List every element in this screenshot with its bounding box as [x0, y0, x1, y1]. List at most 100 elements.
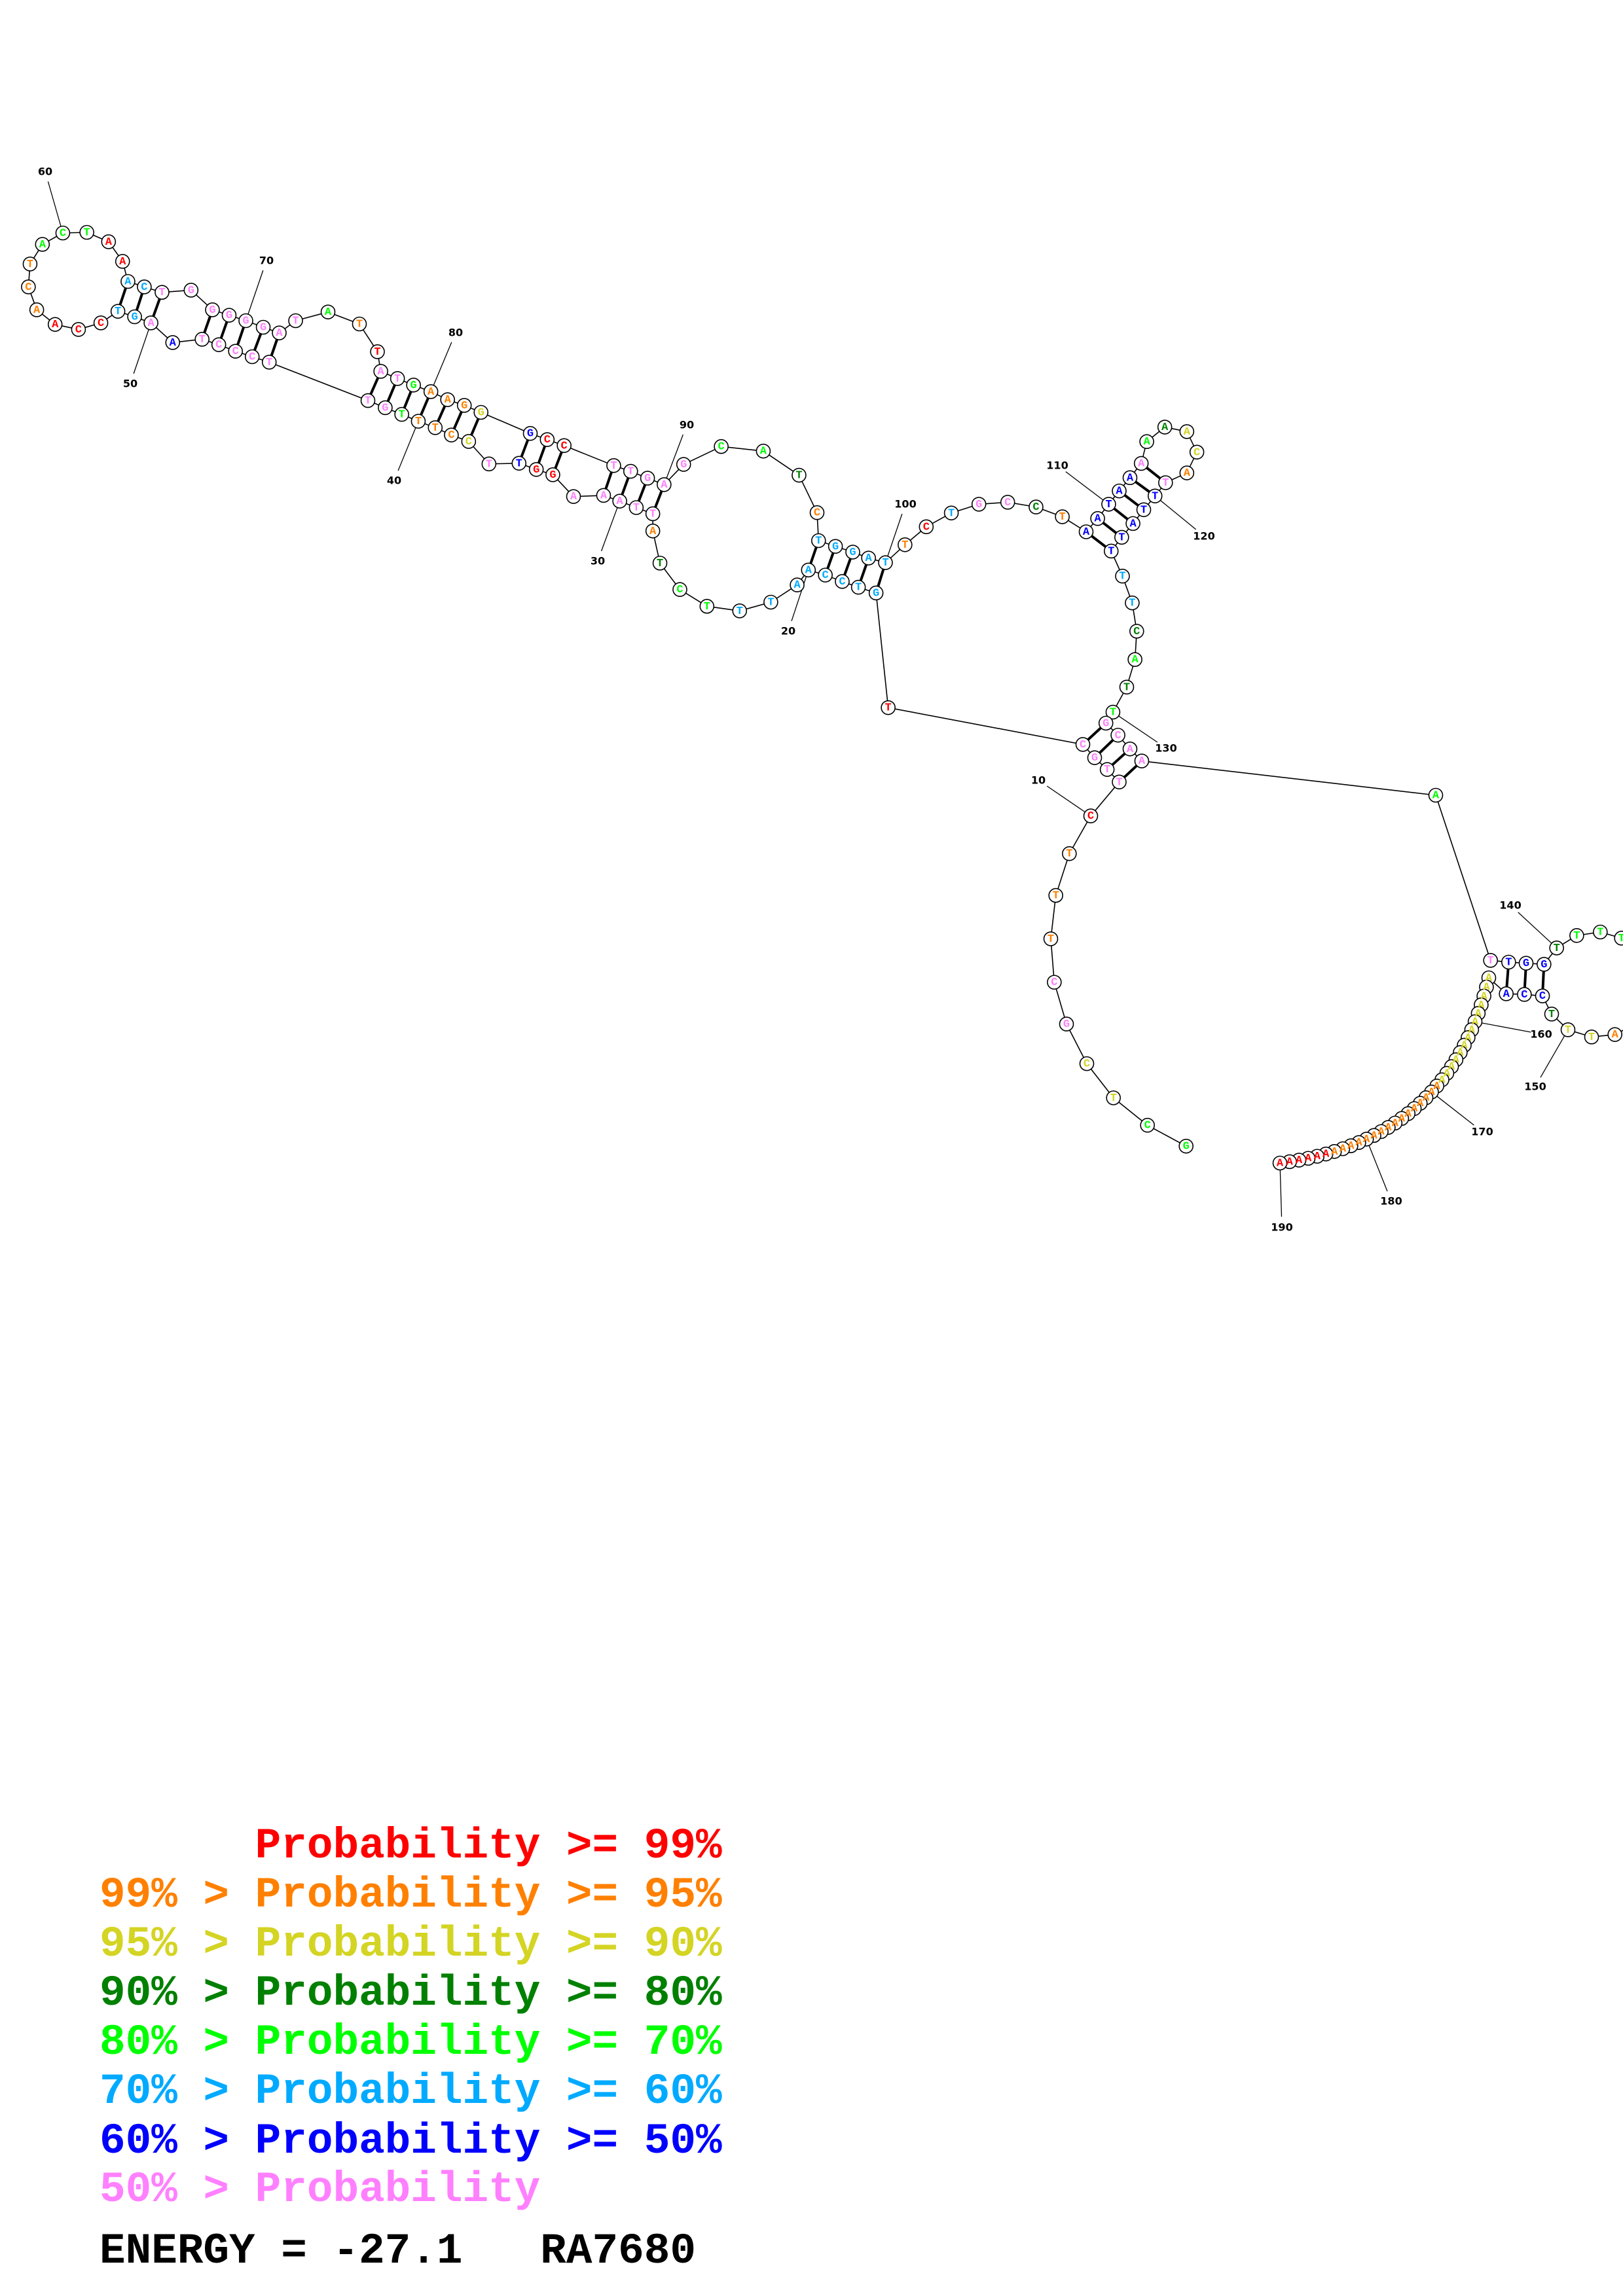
nucleotide-letter: A	[617, 495, 624, 508]
nucleotide-circle	[1549, 941, 1564, 956]
position-labels: 1020304050607080901001101201301401501601…	[38, 166, 1552, 1234]
nucleotide-circle	[244, 349, 260, 365]
nucleotide-letter: C	[1051, 977, 1057, 989]
nucleotide-circle	[155, 285, 170, 300]
nucleotide-letter: A	[119, 256, 126, 268]
nucleotide-circle	[790, 577, 805, 593]
nucleotide-letter: T	[84, 227, 90, 240]
position-label: 70	[259, 255, 274, 267]
nucleotide-letter: T	[1119, 571, 1125, 583]
nucleotide-circle	[79, 224, 94, 240]
nucleotide-letter: T	[1105, 499, 1112, 511]
nucleotide-letter: A	[1468, 1024, 1476, 1037]
nucleotide-letter: A	[1405, 1108, 1412, 1121]
nucleotide-letter: C	[1114, 730, 1121, 742]
legend-row-below-50: 50% > Probability	[100, 2165, 540, 2214]
nucleotide-circle	[756, 443, 771, 459]
position-label: 40	[387, 475, 401, 487]
nucleotide-letter: T	[1505, 957, 1512, 969]
nucleotide-letter: G	[461, 400, 467, 412]
nucleotide-letter: A	[1161, 422, 1169, 434]
nucleotide-letter: G	[209, 304, 215, 317]
nucleotide-letter: T	[649, 508, 656, 520]
nucleotide-letter: G	[1091, 752, 1098, 764]
nucleotide-circle	[261, 355, 277, 370]
nucleotide-circle	[288, 313, 303, 329]
nucleotide-circle	[211, 337, 227, 352]
position-label-line	[1046, 785, 1091, 817]
nucleotide-circle	[1125, 516, 1140, 531]
nucleotide-circle	[714, 439, 729, 454]
nucleotide-circle	[1607, 1027, 1622, 1042]
nucleotide-letter: A	[124, 276, 132, 289]
nucleotide-letter: A	[1486, 973, 1493, 985]
nucleotide-letter: T	[627, 466, 634, 478]
nucleotide-letter: T	[1104, 764, 1110, 776]
nucleotide-circle	[657, 477, 672, 492]
probability-legend: Probability >= 99% 99% > Probability >= …	[100, 1821, 722, 2276]
nucleotide-letter: A	[1612, 1029, 1619, 1041]
nucleotide-letter: A	[649, 526, 657, 538]
nucleotide-circle	[194, 332, 210, 347]
nucleotide-letter: G	[226, 310, 232, 322]
nucleotide-circle	[205, 302, 220, 317]
nucleotide-circle	[1000, 495, 1015, 510]
nucleotide-letter: A	[1385, 1122, 1392, 1134]
nucleotide-letter: A	[1305, 1153, 1312, 1165]
nucleotide-circle	[1029, 499, 1044, 514]
nucleotide-circle	[1119, 679, 1135, 695]
nucleotide-letter: G	[873, 587, 879, 600]
nucleotide-letter: C	[1521, 989, 1527, 1001]
nucleotide-circle	[699, 599, 715, 614]
position-label-line	[1065, 471, 1109, 505]
nucleotide-letter: T	[737, 605, 743, 618]
nucleotide-letter: G	[1063, 1018, 1070, 1031]
nucleotide-letter: T	[394, 373, 401, 386]
backbone-segment	[1435, 795, 1491, 961]
nucleotide-circle	[629, 500, 644, 515]
nucleotide-letter: C	[215, 339, 222, 351]
position-label: 130	[1155, 742, 1176, 755]
nucleotide-letter: C	[75, 324, 82, 336]
nucleotide-circle	[101, 234, 117, 249]
backbone	[27, 232, 1623, 1164]
nucleotide-circle	[850, 579, 866, 595]
position-label-line	[1474, 1021, 1531, 1033]
position-label: 90	[680, 419, 694, 431]
nucleotide-circle	[29, 302, 45, 317]
backbone-segment	[888, 707, 1084, 745]
nucleotide-letter: C	[60, 228, 66, 240]
nucleotide-letter: A	[1438, 1074, 1446, 1086]
nucleotide-circle	[1122, 742, 1138, 757]
nucleotide-letter: A	[1428, 1086, 1435, 1099]
nucleotide-circle	[1584, 1030, 1599, 1045]
nucleotide-circle	[1501, 954, 1516, 970]
nucleotide-letter: C	[98, 317, 104, 330]
nucleotide-circle	[137, 279, 152, 295]
nucleotide-letter: A	[33, 304, 41, 317]
nucleotide-letter: T	[158, 287, 165, 299]
position-label: 180	[1380, 1195, 1402, 1208]
nucleotide-circle	[1140, 1117, 1155, 1133]
nucleotide-letter: A	[1347, 1140, 1355, 1153]
nucleotide-circle	[971, 497, 987, 512]
nucleotide-letter: A	[1434, 1081, 1441, 1093]
nucleotide-letter: A	[760, 446, 767, 458]
position-label-line	[1279, 1162, 1283, 1217]
nucleotide-circle	[1139, 434, 1154, 450]
nucleotide-letter: A	[805, 564, 812, 577]
nucleotide-circle	[1122, 470, 1138, 486]
nucleotide-circle	[763, 594, 778, 610]
nucleotide-circle	[22, 257, 38, 272]
nucleotide-circle	[71, 322, 86, 337]
nucleotide-letter: C	[232, 346, 239, 358]
nucleotide-letter: A	[276, 327, 283, 340]
nucleotide-letter: G	[478, 407, 484, 420]
backbone-segment	[1066, 1024, 1087, 1064]
nucleotide-circle	[21, 279, 36, 295]
position-label-lines	[47, 181, 1569, 1217]
nucleotide-letter: T	[356, 319, 363, 331]
nucleotide-letter: T	[610, 460, 617, 473]
nucleotide-letters: GCTCGCTTTCTTGCTGTCCAATTTCTATTAAAGGTTCCTT…	[25, 227, 1623, 1170]
nucleotide-letter: A	[1411, 1103, 1418, 1115]
